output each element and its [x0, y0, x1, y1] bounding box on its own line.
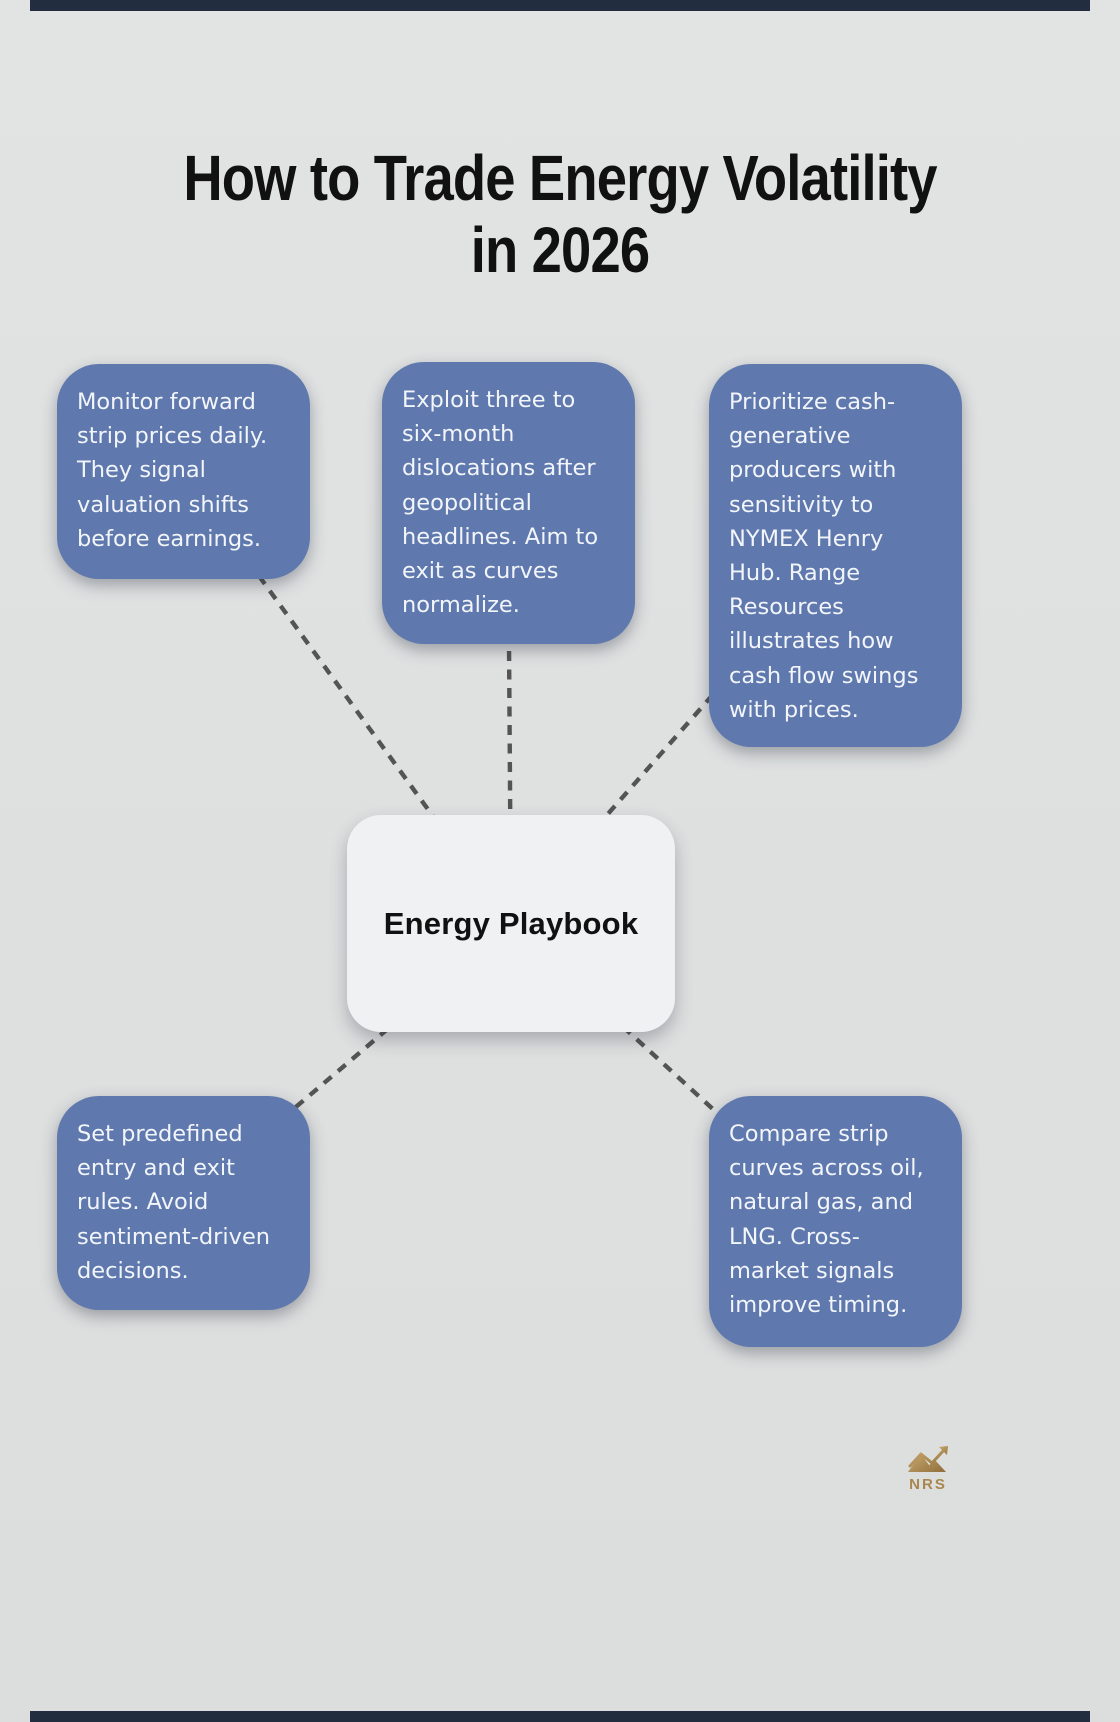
page-title: How to Trade Energy Volatility in 2026 — [183, 141, 937, 286]
node-exploit-dislocations: Exploit three to six-month dislocations … — [382, 362, 635, 644]
node-prioritize-producers: Prioritize cash- generative producers wi… — [709, 364, 962, 747]
bottom-accent-bar — [30, 1711, 1090, 1722]
node-monitor-strip-prices: Monitor forward strip prices daily. They… — [57, 364, 310, 579]
node-compare-strip-curves: Compare strip curves across oil, natural… — [709, 1096, 962, 1347]
brand-text: NRS — [909, 1476, 947, 1493]
center-node: Energy Playbook — [347, 815, 675, 1032]
center-node-label: Energy Playbook — [383, 905, 639, 941]
connector-exploit — [505, 502, 514, 925]
node-predefined-rules: Set predefined entry and exit rules. Avo… — [57, 1096, 310, 1310]
top-accent-bar — [30, 0, 1090, 11]
mountain-arrow-icon — [908, 1446, 948, 1472]
brand-logo: NRS — [896, 1444, 960, 1500]
